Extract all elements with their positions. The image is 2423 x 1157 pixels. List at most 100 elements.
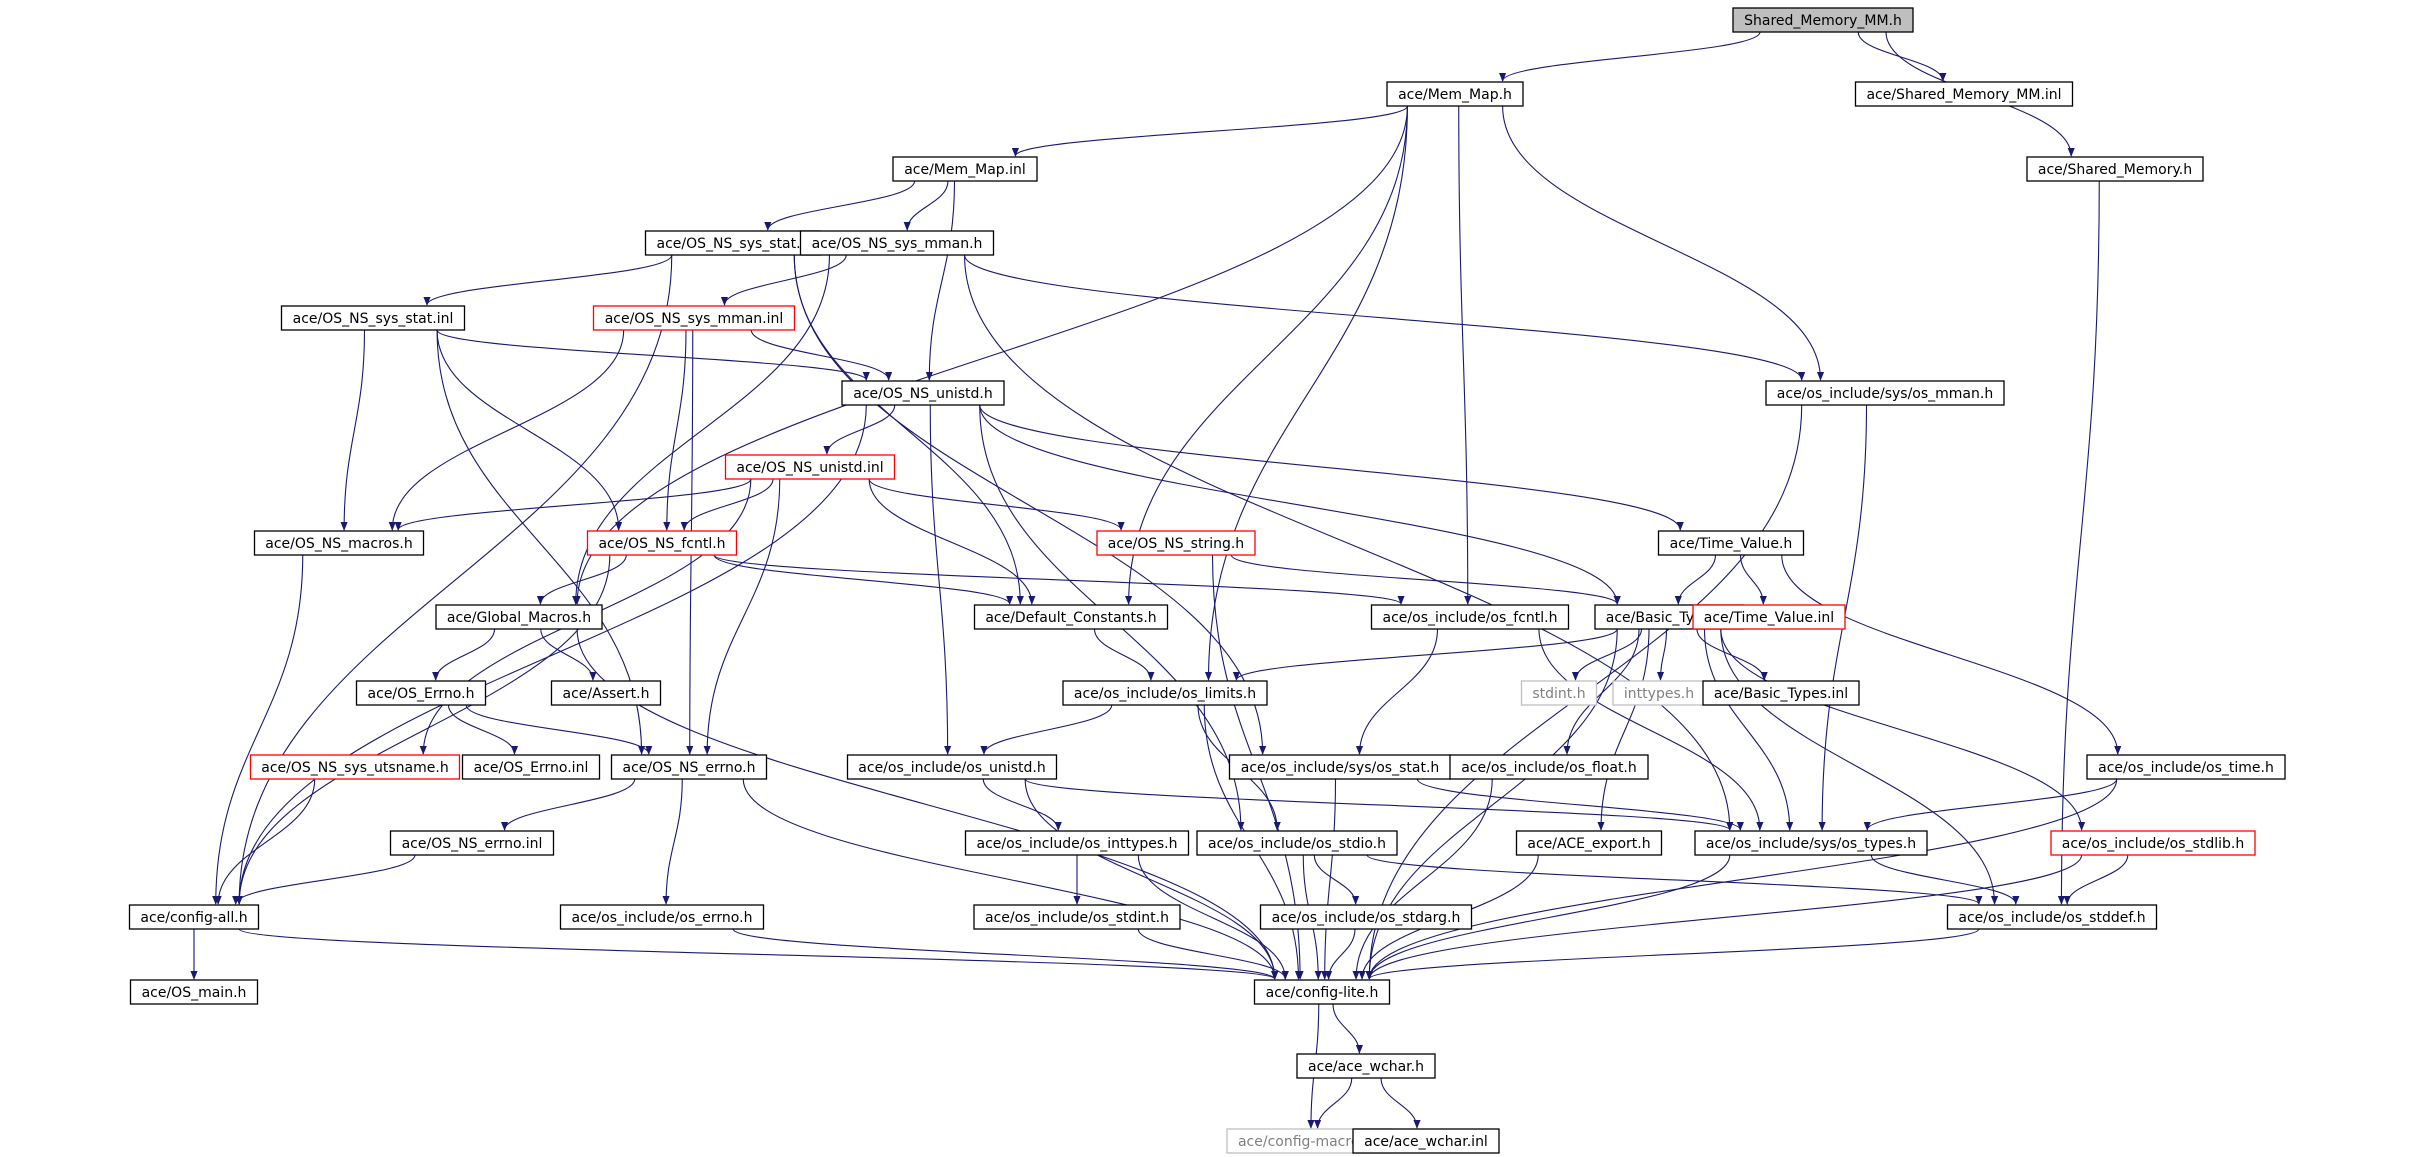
node-n5[interactable]: ace/OS_NS_sys_stat.h [644,230,822,256]
edge-n8-n9 [750,329,893,381]
edge-n7-n9 [436,329,870,381]
edge-n33-n38 [1863,778,2118,831]
edge-n12-n40 [212,554,304,905]
node-n26[interactable]: ace/Basic_Types.inl [1702,680,1860,706]
node-n17[interactable]: ace/Default_Constants.h [973,604,1169,630]
node-n0[interactable]: Shared_Memory_MM.h [1732,7,1914,33]
node-label: ace/Mem_Map.inl [904,162,1026,178]
node-n9[interactable]: ace/OS_NS_unistd.h [841,380,1005,406]
edge-n39-n46 [1365,854,2083,980]
node-label: ace/Default_Constants.h [985,610,1156,626]
edge-n30-n35 [982,778,1062,831]
node-n15[interactable]: ace/Time_Value.h [1657,530,1805,556]
edge-n32-n46 [1352,778,1493,980]
node-n14[interactable]: ace/OS_NS_string.h [1096,530,1256,556]
node-n24[interactable]: stdint.h [1520,680,1598,706]
node-label: ace/Global_Macros.h [447,610,591,626]
node-n23[interactable]: ace/os_include/os_limits.h [1062,680,1268,706]
edge-n5-n7 [423,254,673,306]
node-n45[interactable]: ace/OS_main.h [129,979,259,1005]
node-box [1062,680,1268,706]
node-label: ace/Basic_Types.inl [1714,686,1848,702]
node-box [550,680,662,706]
node-n11[interactable]: ace/OS_NS_unistd.inl [724,454,896,480]
edge-n47-n48 [1313,1077,1353,1129]
node-n7[interactable]: ace/OS_NS_sys_stat.inl [280,305,466,331]
node-n37[interactable]: ace/ACE_export.h [1515,830,1663,856]
node-label: ace/ace_wchar.h [1308,1059,1424,1075]
node-n46[interactable]: ace/config-lite.h [1253,979,1391,1005]
node-n36[interactable]: ace/os_include/os_stdio.h [1196,830,1398,856]
node-label: ace/OS_NS_sys_utsname.h [261,760,448,776]
edge-n18-n38 [1538,628,1764,831]
edge-n16-n22 [540,628,597,681]
node-n18[interactable]: ace/os_include/os_fcntl.h [1370,604,1570,630]
edge-n35-n46 [1137,854,1289,980]
node-layer: Shared_Memory_MM.h ace/Mem_Map.h ace/Share… [128,7,2286,1154]
node-box [1657,530,1805,556]
node-n42[interactable]: ace/os_include/os_stdint.h [973,904,1181,930]
node-n8[interactable]: ace/OS_NS_sys_mman.inl [592,305,796,331]
edge-n41-n46 [732,928,1279,980]
node-box [280,305,466,331]
node-n44[interactable]: ace/os_include/os_stddef.h [1946,904,2158,930]
node-box [1352,1128,1500,1154]
edge-n7-n13 [436,329,623,531]
edge-n15-n19 [1674,554,1717,605]
node-n40[interactable]: ace/config-all.h [128,904,260,930]
edge-n29-n41 [662,778,683,905]
edge-n46-n47 [1332,1003,1363,1054]
node-n6[interactable]: ace/OS_NS_sys_mman.h [799,230,995,256]
edge-n33-n46 [1365,778,2118,980]
edge-n1-n17 [1125,105,1408,605]
edge-n1-n18 [1458,105,1472,605]
node-box [1370,604,1570,630]
node-n39[interactable]: ace/os_include/os_stdlib.h [2050,830,2256,856]
node-n13[interactable]: ace/OS_NS_fcntl.h [586,530,738,556]
node-n28[interactable]: ace/OS_Errno.inl [461,754,601,780]
node-label: ace/OS_Errno.h [368,686,475,702]
node-n34[interactable]: ace/OS_NS_errno.inl [389,830,555,856]
node-n22[interactable]: ace/Assert.h [550,680,662,706]
node-n47[interactable]: ace/ace_wchar.h [1296,1053,1436,1079]
node-n27[interactable]: ace/OS_NS_sys_utsname.h [249,754,461,780]
node-label: ace/OS_main.h [142,985,247,1001]
node-n25[interactable]: inttypes.h [1612,680,1706,706]
node-label: Shared_Memory_MM.h [1744,13,1902,29]
edge-n31-n38 [1416,778,1744,831]
node-n10[interactable]: ace/os_include/sys/os_mman.h [1765,380,2005,406]
node-n29[interactable]: ace/OS_NS_errno.h [610,754,768,780]
edge-n11-n29 [703,478,781,755]
node-n4[interactable]: ace/Mem_Map.inl [892,156,1038,182]
node-n43[interactable]: ace/os_include/os_stdarg.h [1259,904,1473,930]
node-n32[interactable]: ace/os_include/os_float.h [1449,754,1649,780]
edge-n1-n23 [1204,105,1408,681]
edge-n11-n12 [394,478,752,531]
node-n21[interactable]: ace/OS_Errno.h [355,680,487,706]
node-n16[interactable]: ace/Global_Macros.h [435,604,603,630]
edge-n14-n19 [1230,554,1621,605]
node-n33[interactable]: ace/os_include/os_time.h [2086,754,2286,780]
edge-n9-n15 [979,404,1684,531]
node-label: ace/OS_NS_errno.h [622,760,755,776]
node-label: ace/Shared_Memory.h [2038,162,2192,178]
node-n12[interactable]: ace/OS_NS_macros.h [253,530,425,556]
node-n49[interactable]: ace/ace_wchar.inl [1352,1128,1500,1154]
edge-n9-n19 [979,404,1621,605]
node-n3[interactable]: ace/Shared_Memory.h [2026,156,2204,182]
edge-n11-n13 [680,478,774,531]
edge-n4-n6 [903,180,949,231]
node-label: ace/Time_Value.inl [1704,610,1834,626]
node-n2[interactable]: ace/Shared_Memory_MM.inl [1854,81,2074,107]
node-n20[interactable]: ace/Time_Value.inl [1692,604,1846,630]
node-n30[interactable]: ace/os_include/os_unistd.h [846,754,1058,780]
node-n1[interactable]: ace/Mem_Map.h [1386,81,1524,107]
node-n41[interactable]: ace/os_include/os_errno.h [559,904,765,930]
node-n35[interactable]: ace/os_include/os_inttypes.h [964,830,1190,856]
node-n38[interactable]: ace/os_include/sys/os_types.h [1694,830,1928,856]
node-box [586,530,738,556]
edge-n6-n8 [720,254,847,306]
edge-n7-n12 [340,329,366,531]
node-n31[interactable]: ace/os_include/sys/os_stat.h [1228,754,1452,780]
edge-n3-n44 [2057,180,2100,905]
